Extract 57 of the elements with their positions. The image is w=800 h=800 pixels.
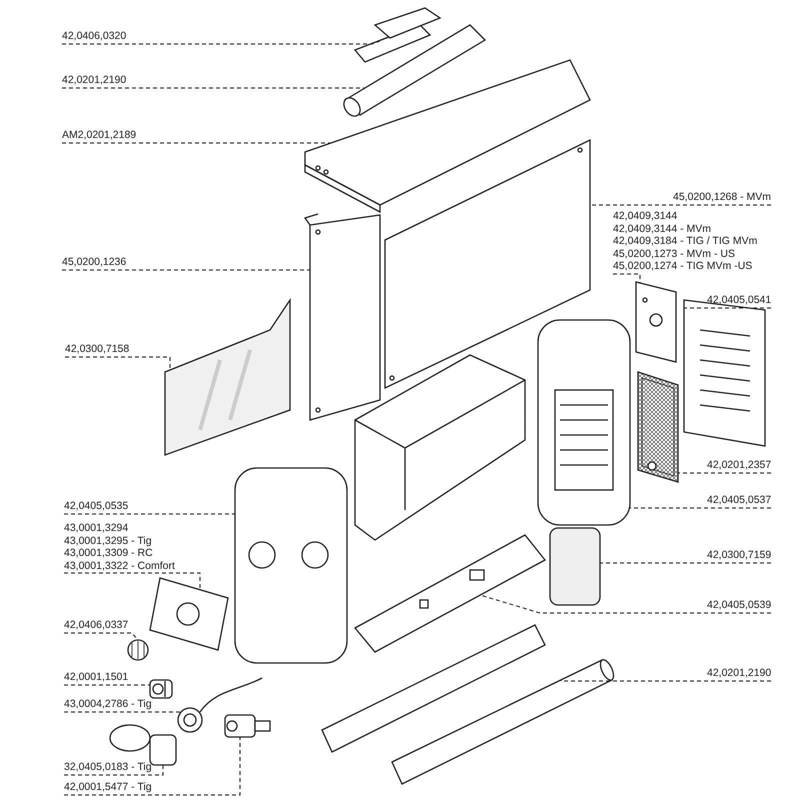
- part-number: 42,0409,3184 - TIG / TIG MVm: [613, 235, 758, 248]
- part-number: 43,0001,3295 - Tig: [64, 534, 153, 547]
- leader-line: [64, 736, 240, 796]
- part-number: 42,0001,5477 - Tig: [64, 781, 152, 794]
- leader-line: [600, 562, 772, 564]
- circuit-board-drawing: [354, 534, 546, 653]
- part-number: 42,0300,7159: [707, 549, 772, 562]
- leader-line: [560, 680, 772, 682]
- part-number: 42,0001,1501: [64, 671, 128, 684]
- part-number: 42,0409,3144 - MVm: [613, 222, 712, 235]
- clip-bracket-drawing: [354, 7, 442, 63]
- socket-drawing: [149, 679, 173, 699]
- part-number: 42,0405,0537: [707, 494, 772, 506]
- part-number: 42,0201,2190: [62, 74, 126, 86]
- part-number: 45,0200,1274 - TIG MVm -US: [613, 260, 754, 272]
- leader-line: [64, 356, 170, 370]
- rear-housing-drawing: [537, 319, 631, 526]
- leader-line: [64, 764, 164, 776]
- part-number: 42,0201,2357: [707, 459, 772, 472]
- part-number: 42,0405,0535: [64, 500, 128, 512]
- coupling-drawing: [224, 714, 271, 738]
- part-number: AM2,0201,2189: [62, 129, 136, 142]
- film-sheet-drawing: [164, 298, 291, 456]
- clear-sleeve-drawing: [549, 527, 601, 606]
- part-number: 32,0405,0183 - Tig: [64, 761, 152, 774]
- leader-line: [612, 274, 640, 284]
- leader-line: [480, 594, 772, 614]
- part-number: 45,0200,1273 - MVm - US: [613, 248, 736, 260]
- part-number: 45,0200,1236: [62, 256, 126, 268]
- leader-line: [64, 572, 200, 590]
- part-number: 42,0406,0320: [62, 30, 126, 42]
- part-number: 43,0001,3309 - RC: [64, 547, 154, 560]
- part-number: 42,0405,0539: [707, 599, 772, 612]
- part-number: 42,0409,3144: [613, 210, 678, 222]
- side-panel-drawing: [384, 138, 591, 390]
- part-number: 42,0405,0541: [707, 294, 772, 306]
- leader-line: [62, 142, 332, 144]
- leader-line: [64, 684, 150, 686]
- front-housing-drawing: [234, 467, 348, 664]
- tube-drawing: [391, 659, 614, 785]
- part-number: 42,0406,0337: [64, 619, 128, 632]
- leader-line: [64, 632, 138, 640]
- part-number: 42,0201,2190: [707, 667, 772, 680]
- mesh-filter-drawing: [637, 371, 679, 483]
- part-number: 43,0001,3322 - Comfort: [64, 560, 175, 572]
- part-number: 42,0300,7158: [65, 343, 130, 356]
- top-cover-drawing: [304, 59, 591, 214]
- part-number: 43,0004,2786 - Tig: [64, 698, 152, 710]
- control-panel-drawing: [149, 577, 229, 651]
- knob-drawing: [127, 639, 149, 661]
- leader-line: [678, 472, 772, 474]
- leader-line: [590, 204, 772, 206]
- part-number: 45,0200,1268 - MVm: [673, 191, 772, 204]
- part-number: 43,0001,3294: [64, 522, 130, 534]
- leader-line: [62, 40, 380, 44]
- rear-plate-drawing: [635, 281, 677, 363]
- side-panel-drawing: [304, 213, 381, 421]
